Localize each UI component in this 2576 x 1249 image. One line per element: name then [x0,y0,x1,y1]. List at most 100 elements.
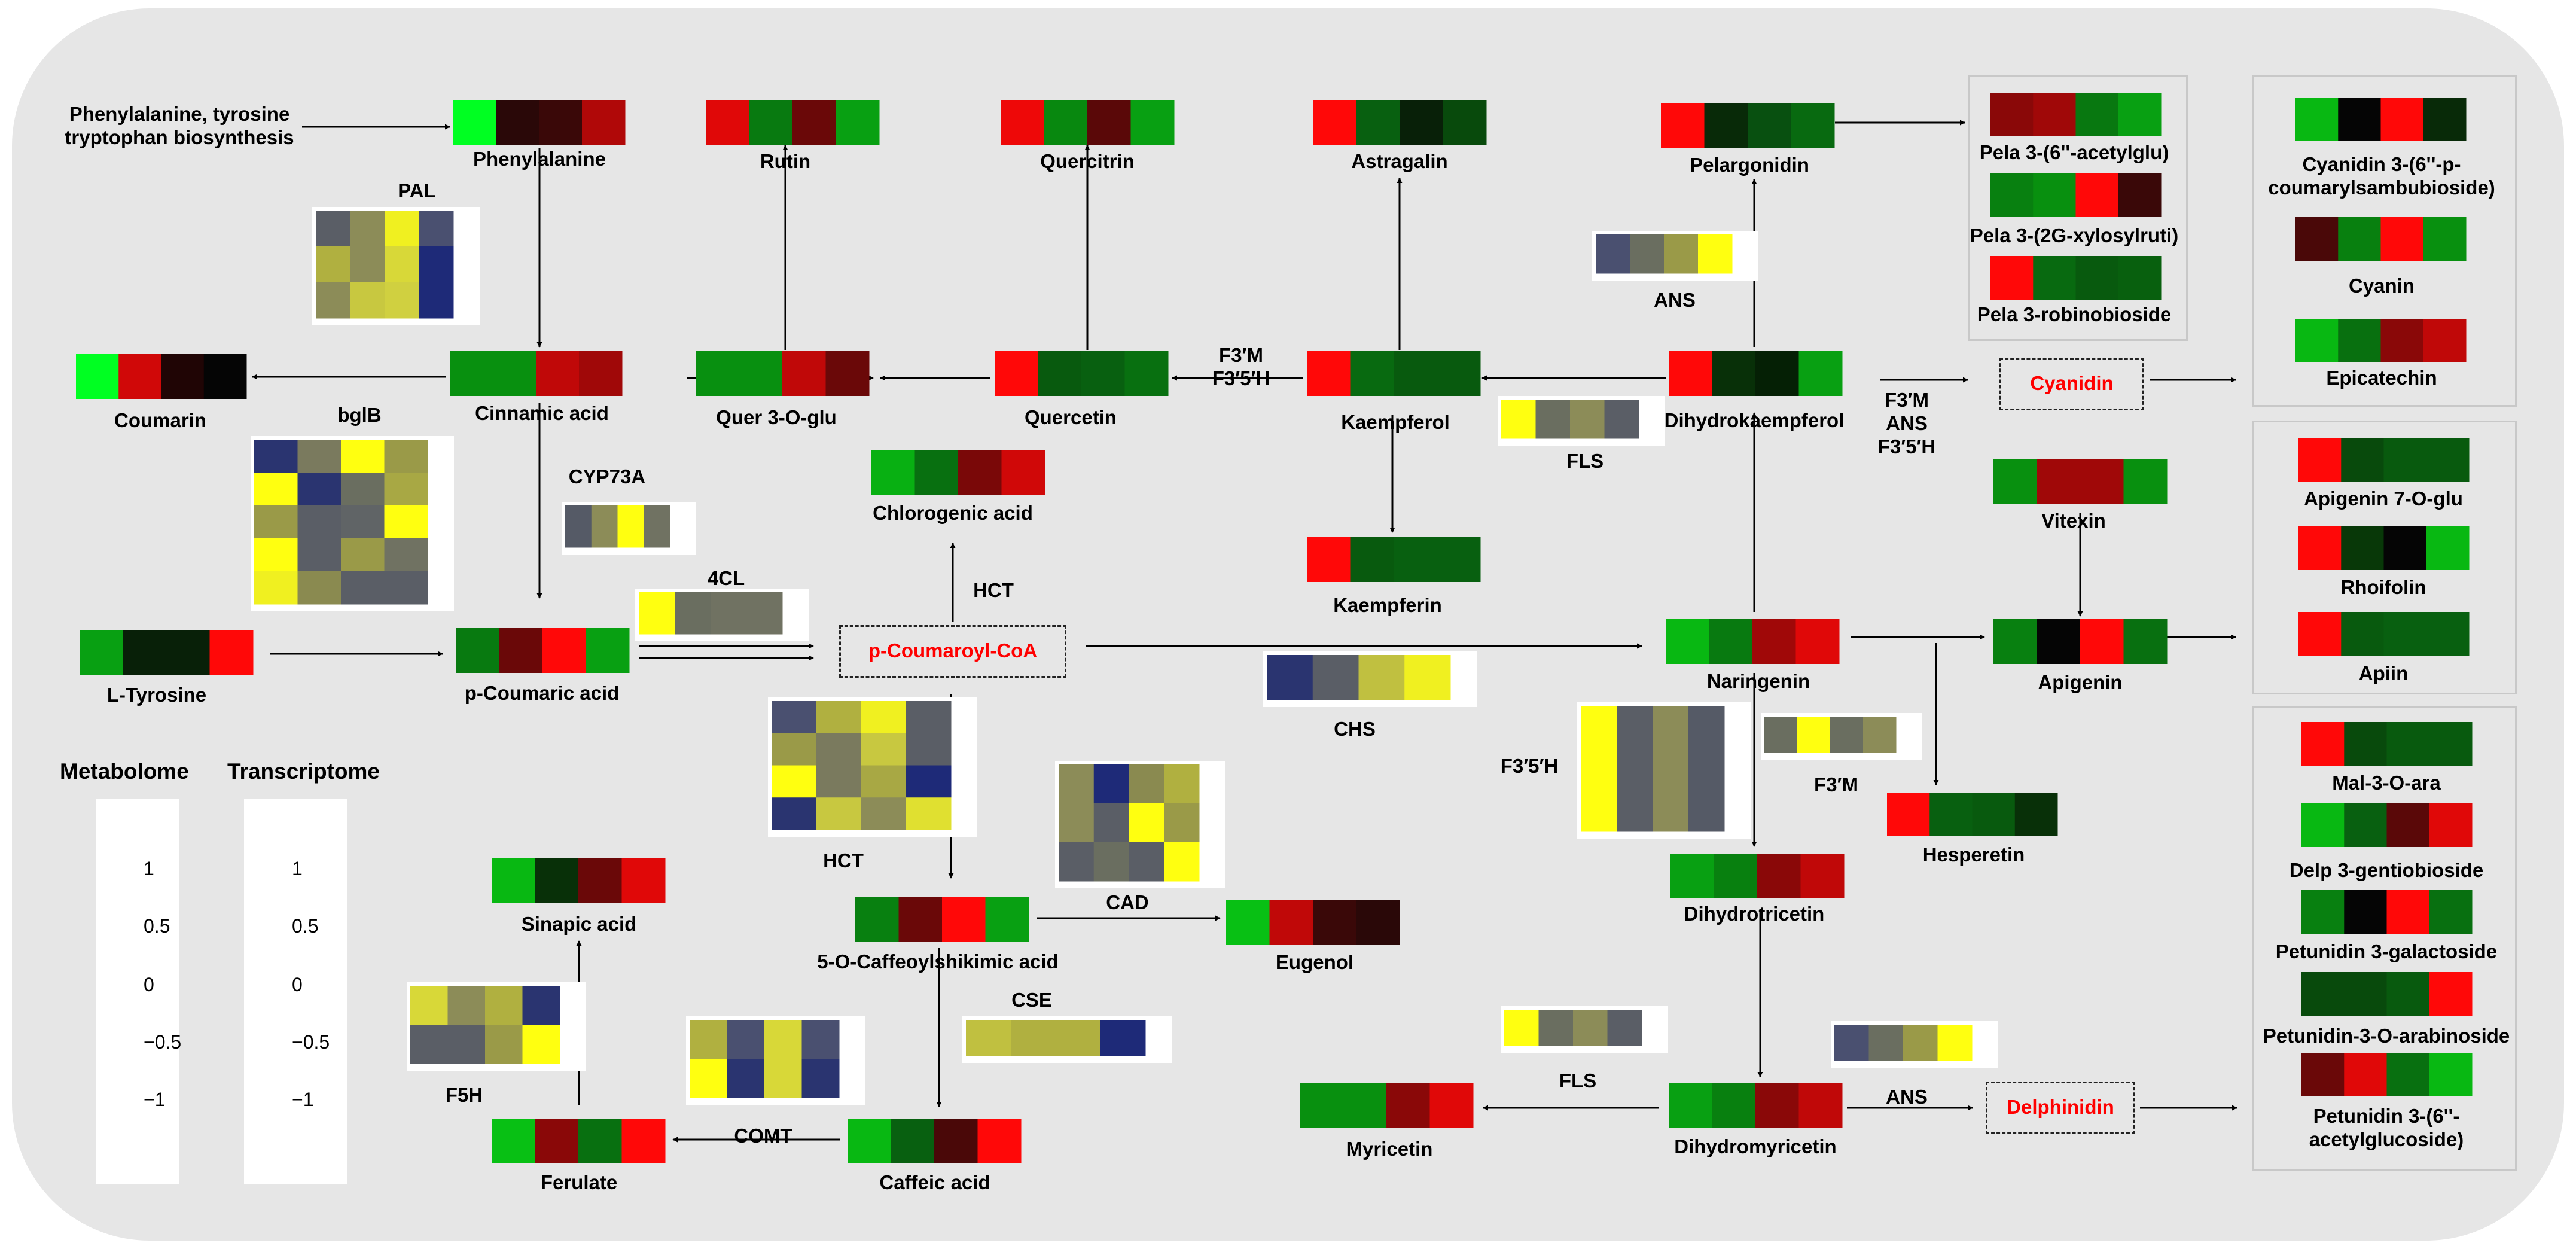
heatmap-cell [1501,400,1536,439]
metabolite-heatmap-hesperetin [1887,793,2058,836]
heatmap-cell [2344,803,2387,847]
heatmap-cell [1358,655,1405,700]
heatmap-cell [782,351,826,396]
heatmap-cell [76,354,119,399]
metabolite-heatmap-delp-gentiobioside [2301,803,2473,847]
heatmap-cell [591,505,618,548]
gene-heatmap-hct [768,697,977,837]
heatmap-cell [384,440,428,473]
heatmap-cell [1764,717,1798,753]
enzyme-f3pm-f3p5ph-label: F3′M F3′5′H [1212,344,1270,389]
heatmap-cell [161,354,205,399]
heatmap-cell [1797,717,1831,753]
heatmap-cell [1887,793,1930,836]
heatmap-cell [1001,450,1045,495]
transcriptome-legend-tick: −1 [292,1089,314,1110]
heatmap-cell [447,1025,486,1064]
heatmap-cell [1834,1025,1869,1061]
heatmap-cell [80,630,123,675]
heatmap-cell [621,1119,666,1163]
heatmap-cell [254,538,298,572]
heatmap-cell [2037,619,2081,664]
heatmap-cell [2383,526,2427,570]
gene-heatmap-bglb [251,436,454,611]
heatmap-cell [855,897,899,942]
heatmap-cell [1748,103,1791,148]
heatmap-cell [579,351,623,396]
heatmap-cell [2033,256,2076,300]
metabolite-heatmap-apigenin [1993,619,2168,664]
transcriptome-legend-panel [244,799,347,1184]
heatmap-cell [1093,803,1129,843]
heatmap-cell [2386,722,2430,766]
heatmap-cell [385,211,419,247]
heatmap-cell [384,473,428,506]
heatmap-cell [297,473,342,506]
heatmap-cell [1129,764,1164,804]
metabolite-heatmap-caffeoylshikimic-acid [855,897,1029,942]
heatmap-cell [2386,890,2430,934]
gene-heatmap-chs [1263,651,1477,707]
heatmap-cell [2298,612,2342,656]
heatmap-cell [1093,842,1129,882]
heatmap-cell [1164,842,1200,882]
heatmap-cell [1573,1010,1608,1046]
heatmap-cell [2383,438,2427,482]
metabolite-label-cinnamic-acid: Cinnamic acid [475,402,609,424]
metabolite-heatmap-quercitrin [1001,100,1175,145]
heatmap-cell [536,351,580,396]
heatmap-cell [690,1020,727,1059]
heatmap-cell [958,450,1002,495]
heatmap-cell [1504,1010,1539,1046]
metabolite-heatmap-dihydrokaempferol [1669,351,1843,396]
heatmap-cell [2341,526,2384,570]
gene-label-4cl: 4CL [707,567,745,589]
heatmap-cell [1937,1025,1973,1061]
heatmap-cell [1752,619,1796,664]
transcriptome-legend-tick: 0 [292,974,303,995]
heatmap-cell [1443,100,1487,145]
heatmap-cell [2118,256,2162,300]
cyanidin-label: Cyanidin [2030,372,2114,394]
heatmap-cell [861,701,907,734]
heatmap-cell [1059,764,1095,804]
metabolite-label-delp-gentiobioside: Delp 3-gentiobioside [2289,859,2484,881]
heatmap-cell [966,1020,1011,1056]
heatmap-cell [410,986,448,1025]
heatmap-cell [535,1119,579,1163]
metabolite-label-eugenol: Eugenol [1275,951,1354,973]
gene-label-fls-bottom: FLS [1559,1070,1597,1092]
gene-label-f5h: F5H [445,1084,483,1106]
heatmap-cell [542,628,586,673]
gene-label-pal: PAL [398,179,436,202]
heatmap-cell [1830,717,1864,753]
metabolite-heatmap-apigenin-7-o-glu [2298,438,2470,482]
heatmap-cell [914,450,959,495]
heatmap-cell [1404,655,1451,700]
metabolite-label-dihydrokaempferol: Dihydrokaempferol [1664,409,1845,431]
gene-heatmap-f3pm [1761,713,1922,760]
metabolite-label-p-coumaric-acid: p-Coumaric acid [464,682,620,704]
metabolite-label-cyanidin-coumaryl: Cyanidin 3-(6''-p- coumarylsambubioside) [2268,153,2495,199]
heatmap-cell [1130,100,1175,145]
heatmap-cell [535,858,579,903]
heatmap-cell [254,505,298,539]
heatmap-cell [1386,1083,1430,1128]
gene-label-f3p5ph-left: F3′5′H [1500,755,1559,777]
heatmap-cell [1313,900,1356,945]
heatmap-cell [792,100,836,145]
heatmap-cell [2429,722,2473,766]
heatmap-cell [906,765,952,798]
metabolome-legend-tick: 1 [144,858,154,879]
heatmap-cell [801,1059,840,1098]
heatmap-cell [1307,351,1351,396]
heatmap-cell [1394,351,1437,396]
heatmap-cell [675,592,711,635]
metabolite-heatmap-cyanidin-coumaryl [2295,98,2467,141]
heatmap-cell [2380,98,2424,141]
heatmap-cell [2295,319,2339,362]
heatmap-cell [1437,351,1481,396]
heatmap-cell [1791,103,1835,148]
metabolite-heatmap-cyanin [2295,217,2467,261]
